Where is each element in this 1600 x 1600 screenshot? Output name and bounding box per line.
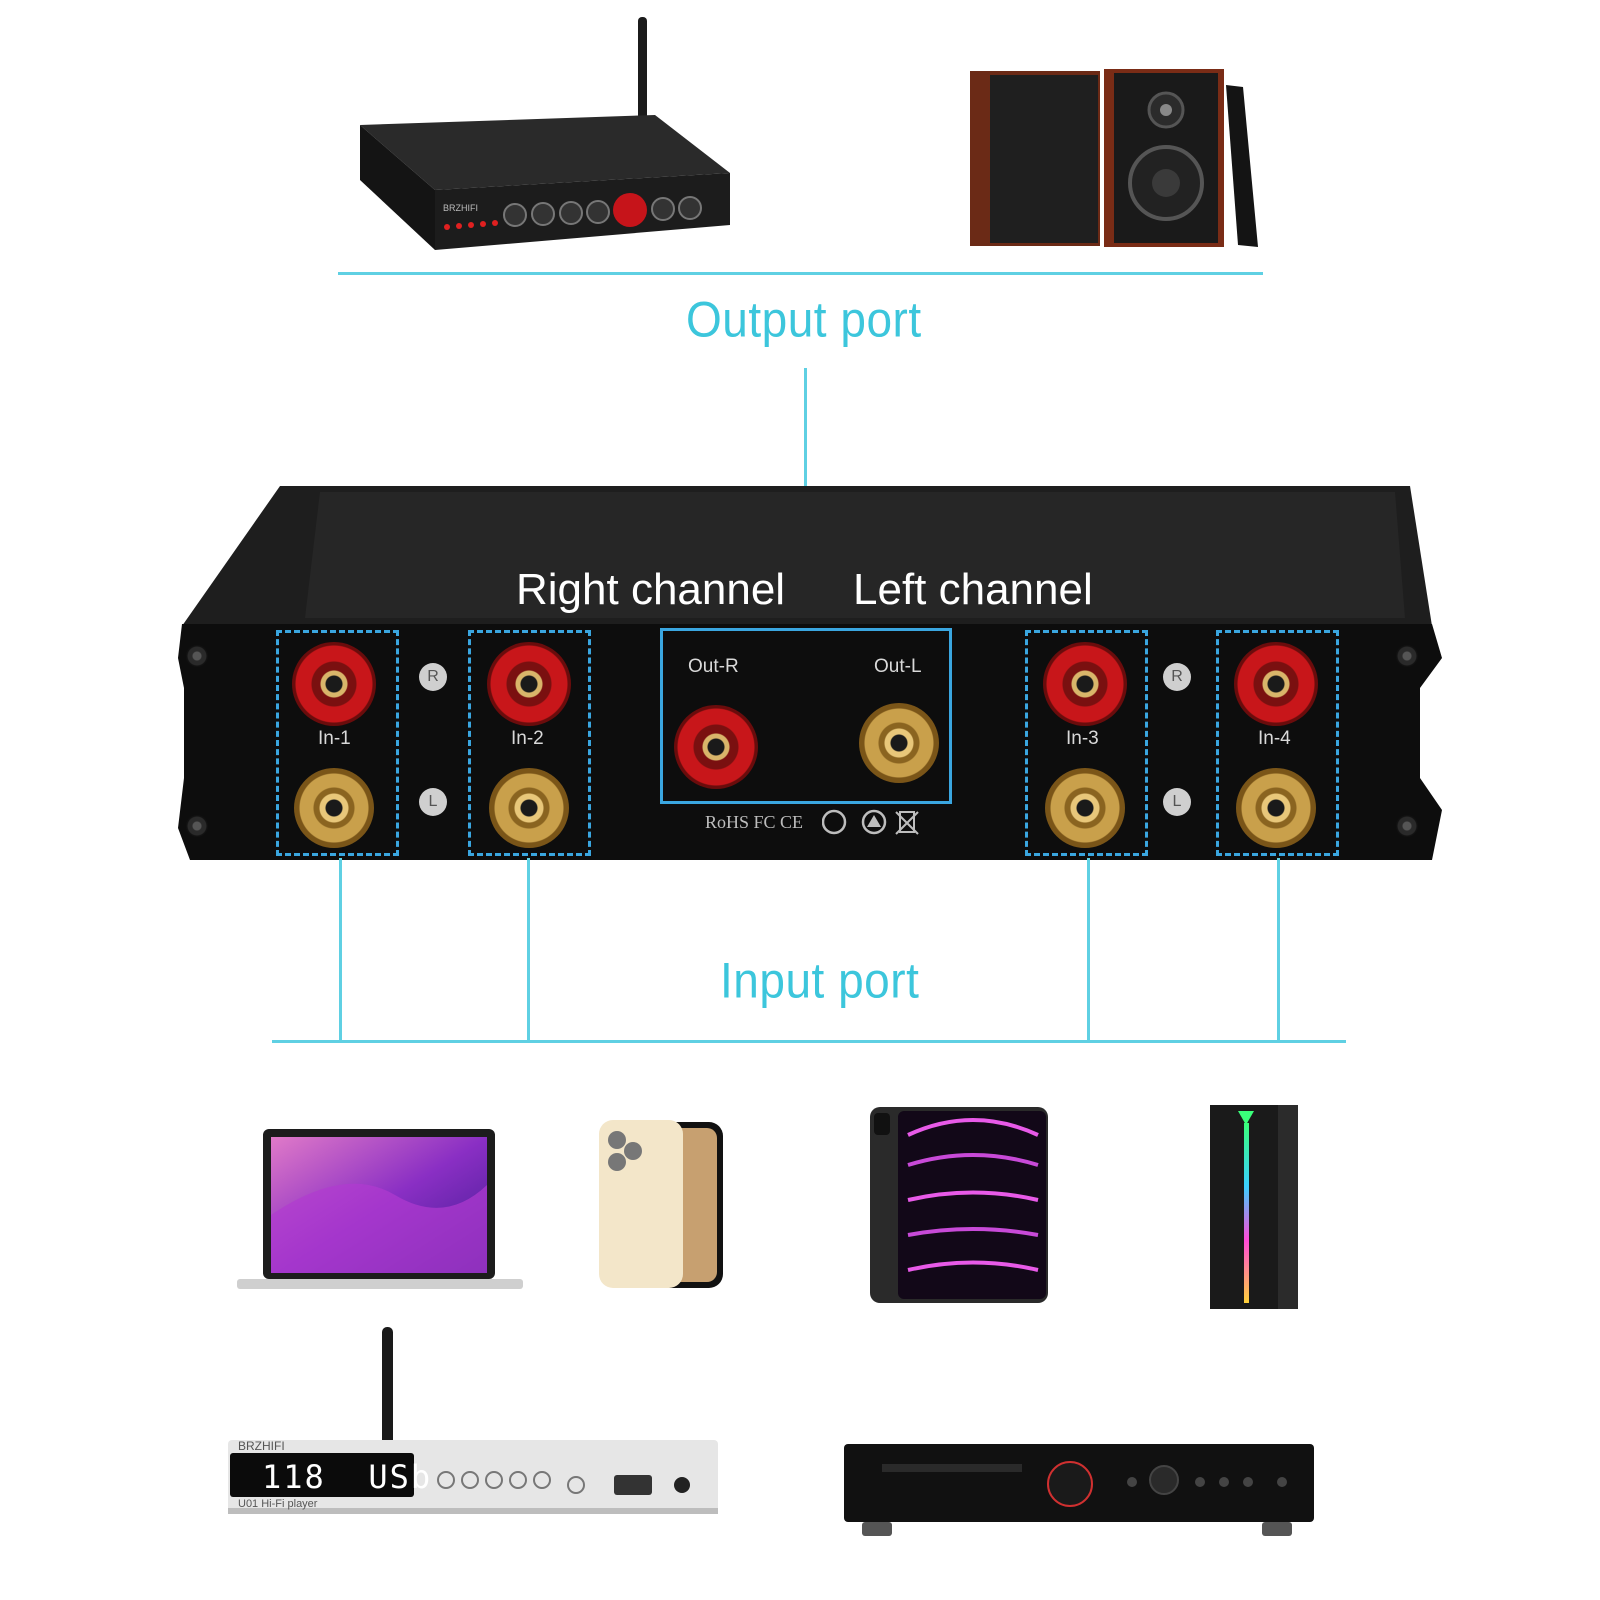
- in-2-label: In-2: [511, 728, 544, 749]
- out-r-jack[interactable]: [674, 705, 758, 789]
- in-4-port-group: [1216, 630, 1339, 856]
- output-port-title: Output port: [686, 290, 922, 348]
- in-3-label: In-3: [1066, 728, 1099, 749]
- input-accent-line: [272, 1040, 1346, 1043]
- output-port-group: [660, 628, 952, 804]
- in-1-label: In-1: [318, 728, 351, 749]
- laptop-image: [235, 1125, 525, 1295]
- screw-icon: [1396, 645, 1418, 667]
- in-2-connector-line: [527, 858, 530, 1042]
- screw-icon: [1396, 815, 1418, 837]
- amplifier-brand-text: BRZHIFI: [443, 203, 478, 213]
- in-1-port-group: [276, 630, 399, 856]
- in-4-left-jack[interactable]: [1236, 768, 1316, 848]
- certification-icons: [821, 808, 922, 838]
- in-2-right-jack[interactable]: [487, 642, 571, 726]
- certification-marks: RoHS FC CE: [705, 812, 804, 832]
- left-channel-label: Left channel: [853, 565, 1093, 614]
- in-1-connector-line: [339, 858, 342, 1042]
- in-4-label: In-4: [1258, 728, 1291, 749]
- pc-tower-image: [1208, 1103, 1303, 1313]
- left-badge: L: [1163, 788, 1191, 816]
- in-2-left-jack[interactable]: [489, 768, 569, 848]
- input-port-title: Input port: [720, 951, 920, 1009]
- screw-icon: [186, 645, 208, 667]
- hifi-player-image: 118 USb BRZHIFI U01 Hi-Fi player: [226, 1325, 721, 1525]
- right-badge: R: [1163, 663, 1191, 691]
- out-r-label: Out-R: [688, 656, 739, 677]
- in-4-connector-line: [1277, 858, 1280, 1042]
- left-badge: L: [419, 788, 447, 816]
- right-channel-label: Right channel: [516, 565, 786, 614]
- player-model-text: U01 Hi-Fi player: [238, 1498, 318, 1510]
- amplifier-device-image: BRZHIFI: [355, 15, 740, 255]
- in-1-right-jack[interactable]: [292, 642, 376, 726]
- speakers-image: [968, 65, 1268, 250]
- in-4-right-jack[interactable]: [1234, 642, 1318, 726]
- in-3-right-jack[interactable]: [1043, 642, 1127, 726]
- in-2-port-group: [468, 630, 591, 856]
- cd-player-image: [842, 1440, 1317, 1540]
- output-accent-line: [338, 272, 1263, 275]
- in-3-connector-line: [1087, 858, 1090, 1042]
- in-3-left-jack[interactable]: [1045, 768, 1125, 848]
- right-badge: R: [419, 663, 447, 691]
- screw-icon: [186, 815, 208, 837]
- in-1-left-jack[interactable]: [294, 768, 374, 848]
- tablet-image: [868, 1105, 1050, 1305]
- smartphone-image: [597, 1118, 727, 1290]
- player-display-text: 118 USb: [262, 1458, 433, 1496]
- out-l-jack[interactable]: [859, 703, 939, 783]
- out-l-label: Out-L: [874, 656, 922, 677]
- player-brand-text: BRZHIFI: [238, 1439, 285, 1453]
- in-3-port-group: [1025, 630, 1148, 856]
